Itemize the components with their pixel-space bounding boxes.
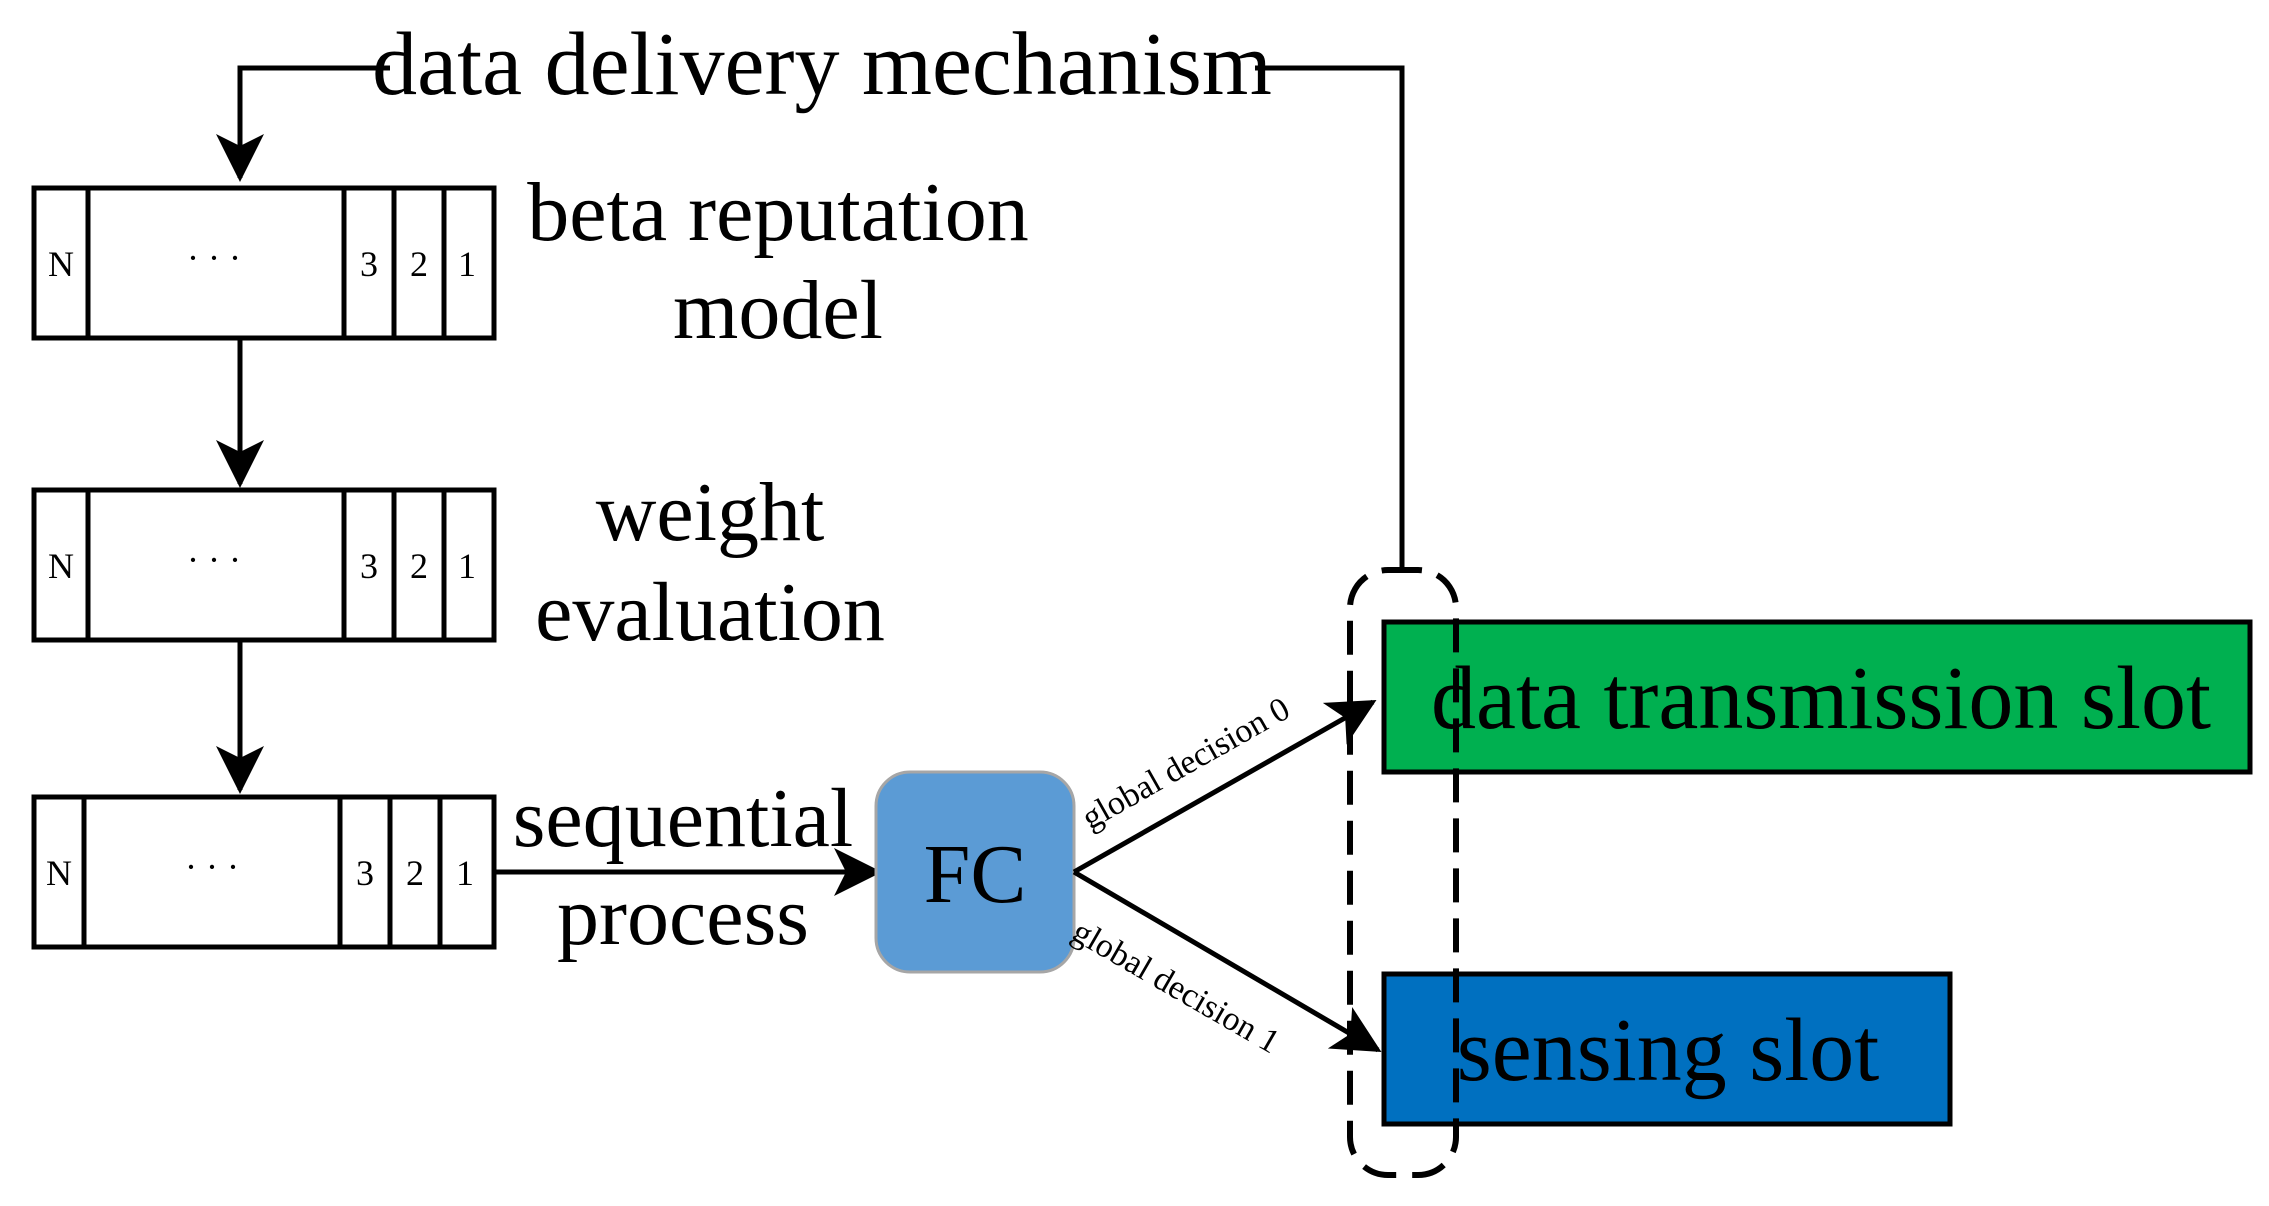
sensing-slot: sensing slot [1381, 971, 1953, 1127]
cell-dots: · · · [187, 540, 241, 580]
cell-2: 2 [410, 244, 428, 284]
stage-label-line1: beta reputation [527, 166, 1028, 259]
feedback-loop-line-left [216, 65, 390, 182]
register-box [31, 794, 497, 950]
stage-sequential-process: N · · · 3 2 1 sequential process [31, 772, 854, 963]
decision-1-label: global decision 1 [1066, 913, 1286, 1061]
stage-label-line2: evaluation [535, 566, 885, 659]
stage-label-line2: process [557, 870, 809, 963]
fc-node: FC [874, 770, 1076, 974]
cell-n: N [46, 853, 72, 893]
cell-n: N [48, 546, 74, 586]
feedback-loop-line [1255, 65, 1405, 568]
stage-label-line1: weight [596, 466, 825, 559]
sensing-slot-box [1381, 971, 1953, 1127]
transmission-slot-box [1381, 619, 2253, 775]
register-box [31, 487, 497, 643]
stage-label-line2: model [673, 264, 883, 357]
data-transmission-slot: data transmission slot [1381, 619, 2253, 775]
cell-3: 3 [360, 244, 378, 284]
cell-1: 1 [456, 853, 474, 893]
cell-dots: · · · [187, 238, 241, 278]
transmission-slot-label: data transmission slot [1431, 649, 2211, 748]
cell-2: 2 [406, 853, 424, 893]
cell-2: 2 [410, 546, 428, 586]
cell-dots: · · · [185, 847, 239, 887]
dashed-selection-box [1347, 567, 1459, 1178]
arrow-global-decision-1 [1072, 869, 1382, 1053]
register-box [31, 185, 497, 341]
cell-3: 3 [360, 546, 378, 586]
stage-label-line1: sequential [513, 772, 854, 865]
cell-3: 3 [356, 853, 374, 893]
stage-weight-evaluation: N · · · 3 2 1 weight evaluation [31, 466, 885, 659]
sensing-slot-label: sensing slot [1457, 1001, 1880, 1100]
fc-label: FC [924, 828, 1027, 921]
arrow-global-decision-0 [1072, 699, 1377, 875]
cell-1: 1 [458, 244, 476, 284]
cell-n: N [48, 244, 74, 284]
feedback-label: data delivery mechanism [372, 15, 1272, 114]
stage-beta-reputation: N · · · 3 2 1 beta reputation model [31, 166, 1029, 357]
cell-1: 1 [458, 546, 476, 586]
